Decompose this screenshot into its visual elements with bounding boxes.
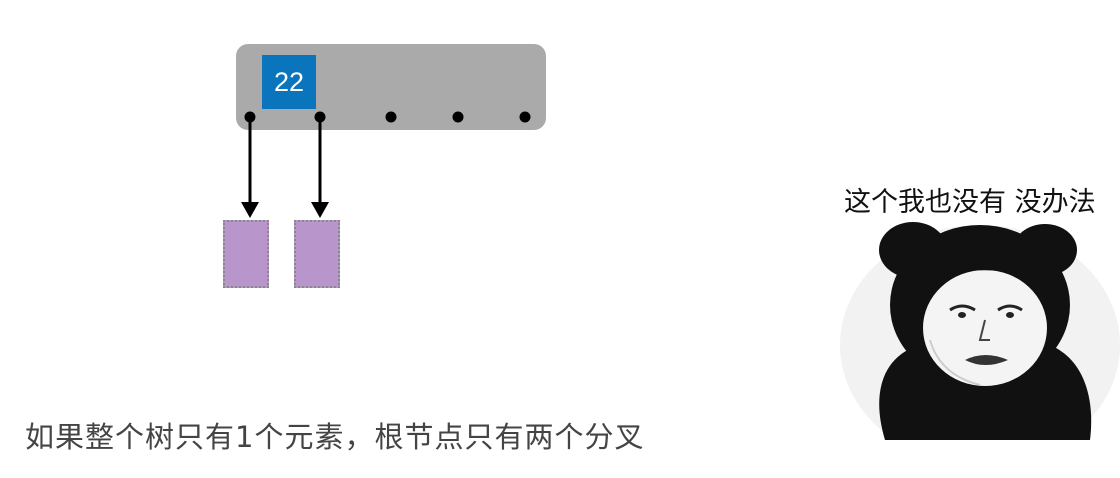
pointer-arrowhead <box>241 202 259 218</box>
meme-sticker: 这个我也没有 没办法 <box>830 170 1120 440</box>
child-pointer-dot <box>452 111 464 123</box>
diagram-caption: 如果整个树只有1个元素，根节点只有两个分叉 <box>25 420 645 454</box>
pointer-arrowhead <box>311 202 329 218</box>
child-pointer-dot <box>519 111 531 123</box>
child-leaf-2 <box>294 220 340 288</box>
child-pointer-dot <box>385 111 397 123</box>
panda-face-icon <box>840 222 1120 440</box>
meme-text: 这个我也没有 没办法 <box>844 187 1096 218</box>
node-key: 22 <box>262 55 316 109</box>
child-leaf-1 <box>223 220 269 288</box>
